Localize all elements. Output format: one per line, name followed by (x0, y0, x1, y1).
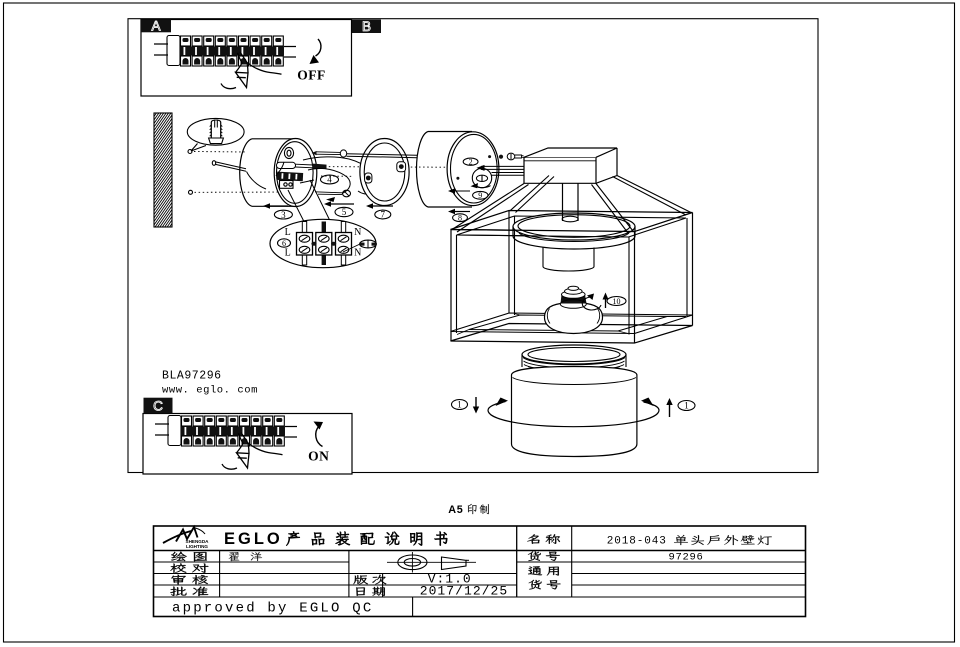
svg-text:A: A (151, 19, 160, 34)
svg-text:2: 2 (469, 158, 473, 167)
svg-text:ON: ON (308, 449, 329, 464)
svg-text:5: 5 (342, 207, 347, 217)
svg-text:10: 10 (613, 297, 621, 306)
svg-text:7: 7 (381, 210, 386, 220)
svg-text:L: L (285, 227, 291, 238)
svg-text:1: 1 (684, 401, 689, 411)
svg-text:97296: 97296 (668, 551, 703, 563)
svg-text:SHENGDA: SHENGDA (186, 539, 210, 544)
svg-text:EGLO: EGLO (224, 530, 283, 548)
svg-text:approved by EGLO QC: approved by EGLO QC (172, 601, 373, 617)
svg-text:www. eglo. com: www. eglo. com (162, 384, 258, 396)
svg-text:9: 9 (478, 191, 482, 200)
svg-text:2018-043: 2018-043 (607, 536, 667, 548)
svg-text:N: N (354, 248, 361, 259)
svg-text:6: 6 (282, 239, 286, 248)
svg-text:2017/12/25: 2017/12/25 (420, 584, 509, 599)
svg-text:8: 8 (458, 214, 462, 223)
svg-text:3: 3 (281, 210, 286, 220)
svg-text:V:1.0: V:1.0 (428, 571, 472, 586)
svg-text:A5: A5 (448, 504, 463, 516)
svg-text:L: L (285, 248, 291, 259)
svg-text:LIGHTING: LIGHTING (186, 544, 208, 549)
svg-text:4: 4 (327, 175, 332, 185)
svg-text:BLA97296: BLA97296 (162, 370, 222, 383)
svg-text:N: N (354, 227, 361, 238)
svg-text:1: 1 (457, 400, 462, 410)
svg-text:OFF: OFF (297, 68, 326, 83)
svg-text:C: C (153, 399, 163, 414)
svg-text:B: B (362, 19, 371, 34)
